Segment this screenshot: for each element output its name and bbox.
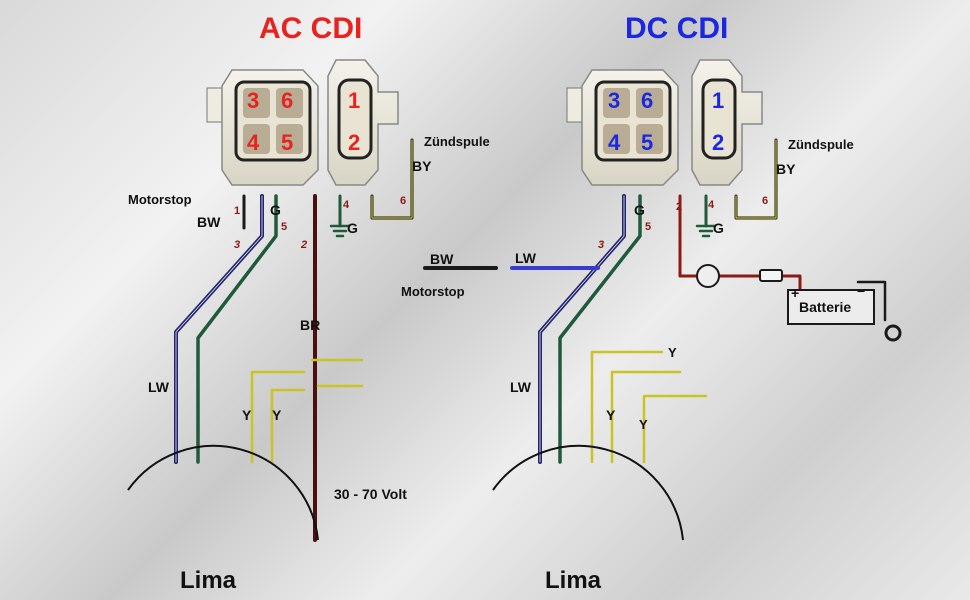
- ac-label-g: G: [270, 202, 281, 218]
- ac-title: AC CDI: [259, 12, 363, 45]
- dc-label-y1: Y: [668, 345, 677, 360]
- ac-num-2: 2: [301, 239, 308, 251]
- ac-num-6: 6: [400, 195, 407, 207]
- dc-num-3: 3: [598, 239, 605, 251]
- dc-pin-4: 4: [608, 130, 621, 155]
- dc-label-y3: Y: [639, 417, 648, 432]
- dc-wires: [423, 138, 902, 464]
- dc-pin-2: 2: [712, 130, 725, 155]
- dc-label-lima: Lima: [545, 567, 602, 594]
- dc-label-g: G: [634, 202, 645, 218]
- ac-wires: [174, 138, 414, 542]
- ac-wire-g: [196, 194, 278, 464]
- ac-label-br: BR: [300, 317, 321, 333]
- ac-label-y1: Y: [242, 407, 252, 423]
- dc-title: DC CDI: [625, 12, 729, 45]
- ac-connector-4pin: [206, 69, 319, 186]
- dc-label-bw: BW: [430, 251, 454, 267]
- dc-wire-y3: [642, 394, 708, 464]
- dc-connector-4pin: [566, 69, 679, 186]
- dc-connector-2pin: [691, 59, 763, 186]
- ac-label-lw: LW: [148, 379, 169, 395]
- dc-label-g-ground: G: [713, 220, 724, 236]
- ac-label-lima: Lima: [180, 567, 237, 594]
- dc-num-6: 6: [762, 195, 769, 207]
- dc-label-motorstop: Motorstop: [401, 284, 465, 299]
- ac-num-1: 1: [234, 205, 241, 217]
- dc-label-y2: Y: [606, 407, 616, 423]
- dc-num-4: 4: [708, 199, 715, 211]
- ac-stator-lima: [127, 444, 319, 541]
- ac-label-volt: 30 - 70 Volt: [334, 486, 407, 502]
- ac-connector-2pin: [327, 59, 399, 186]
- ac-label-y2: Y: [272, 407, 282, 423]
- ac-num-3: 3: [234, 239, 241, 251]
- dc-battery: [787, 289, 875, 325]
- ac-label-motorstop: Motorstop: [128, 192, 192, 207]
- ac-pin-4: 4: [247, 130, 260, 155]
- dc-label-batterie: Batterie: [799, 299, 852, 315]
- ac-pin-3: 3: [247, 88, 260, 113]
- dc-num-2: 2: [676, 201, 683, 213]
- ac-label-zuendspule: Zündspule: [424, 134, 490, 149]
- dc-stator-lima: [492, 444, 684, 541]
- dc-label-by: BY: [776, 161, 796, 177]
- ac-pin-5: 5: [281, 130, 294, 155]
- dc-num-5: 5: [645, 221, 652, 233]
- dc-pin-3: 3: [608, 88, 621, 113]
- ac-pin-2: 2: [348, 130, 361, 155]
- dc-wire-y2: [610, 370, 682, 464]
- dc-wire-y1: [590, 350, 664, 464]
- ac-label-g-ground: G: [347, 220, 358, 236]
- ac-label-bw: BW: [197, 214, 221, 230]
- dc-wire-red: [678, 194, 802, 292]
- dc-pin-6: 6: [641, 88, 654, 113]
- dc-pin-5: 5: [641, 130, 654, 155]
- dc-pin-1: 1: [712, 88, 725, 113]
- dc-wire-g: [558, 194, 642, 464]
- ac-num-4: 4: [343, 199, 350, 211]
- ac-num-5: 5: [281, 221, 288, 233]
- ac-label-by: BY: [412, 158, 432, 174]
- ac-wire-y1: [250, 370, 306, 464]
- dc-battery-minus: −: [857, 283, 866, 299]
- ac-pin-6: 6: [281, 88, 294, 113]
- dc-label-zuendspule: Zündspule: [788, 137, 854, 152]
- ac-pin-1: 1: [348, 88, 361, 113]
- dc-battery-plus: +: [791, 285, 800, 301]
- ac-wire-y2: [270, 388, 306, 464]
- dc-label-lw: LW: [510, 379, 531, 395]
- dc-label-lw-motorstop: LW: [515, 250, 536, 266]
